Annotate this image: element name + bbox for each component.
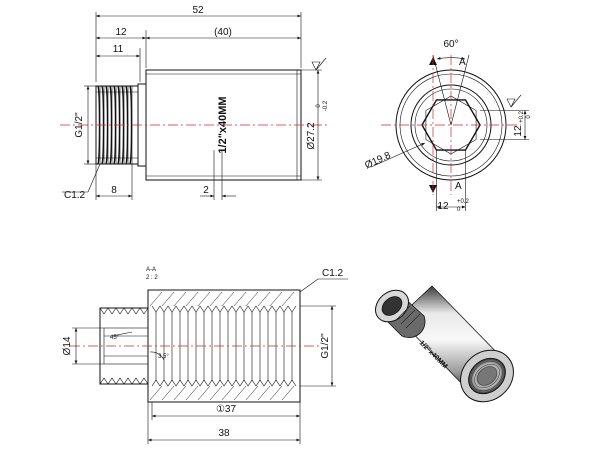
section-hatch-top <box>149 291 295 307</box>
body-diameter-tol-lower: -0.2 <box>323 100 329 111</box>
angle-inner-label: 3.5° <box>158 354 169 360</box>
across-flats-right-tol-lower: 0 <box>526 115 532 119</box>
angle-60-label: 60° <box>443 39 458 50</box>
dim-body-length: (40) <box>214 27 232 38</box>
body-diameter-tol-upper: 0 <box>316 104 322 108</box>
side-view: 52 12 (40) 11 G1/2" <box>60 5 330 201</box>
thread-size-label: G1/2" <box>74 112 85 138</box>
iso-thread-rings <box>471 360 503 392</box>
iso-view: 1/2"x40MM <box>375 285 514 403</box>
dim-overall-length: 52 <box>192 5 204 16</box>
section-thread-label: G1/2" <box>320 333 331 359</box>
section-scale: 2 : 2 <box>146 275 158 281</box>
section-marker-bottom: A <box>455 181 462 192</box>
across-flats-bottom-tol-lower: 0 <box>457 207 461 213</box>
body-engraving: 1/2"x40MM <box>217 96 229 153</box>
dim-male-length: 12 <box>115 27 127 38</box>
female-thread-top <box>151 305 297 313</box>
dim-thread-length: 11 <box>113 44 124 55</box>
bore-diameter-label: Ø19.8 <box>363 150 393 172</box>
section-hatch-bottom <box>149 385 295 401</box>
iso-male-thread-lines <box>395 305 421 329</box>
section-marker-top: A <box>459 57 466 68</box>
across-flats-bottom-tol-upper: +0.2 <box>457 199 470 205</box>
surface-finish-symbol <box>311 57 327 71</box>
section-chamfer-label: C1.2 <box>322 268 344 279</box>
across-flats-right-label: 12 <box>513 125 524 137</box>
section-title: A-A <box>146 267 156 273</box>
female-thread-bottom <box>151 379 297 387</box>
bore-diameter-14: Ø14 <box>62 336 73 355</box>
angle-45-label: 45° <box>110 335 120 341</box>
dim-37: ①37 <box>216 404 237 415</box>
chamfer-label: C1.2 <box>64 190 86 201</box>
dim-38: 38 <box>218 428 230 439</box>
dim-2: 2 <box>203 185 209 196</box>
dim-8: 8 <box>111 185 117 196</box>
end-view: 60° A A Ø19.8 12 +0.2 0 12 +0.2 0 <box>363 39 532 213</box>
body-diameter-label: Ø27.2 <box>306 122 317 150</box>
across-flats-right-tol-upper: +0.2 <box>519 110 525 123</box>
across-flats-bottom-label: 12 <box>437 201 449 212</box>
section-view: A-A 2 : 2 <box>62 267 348 444</box>
